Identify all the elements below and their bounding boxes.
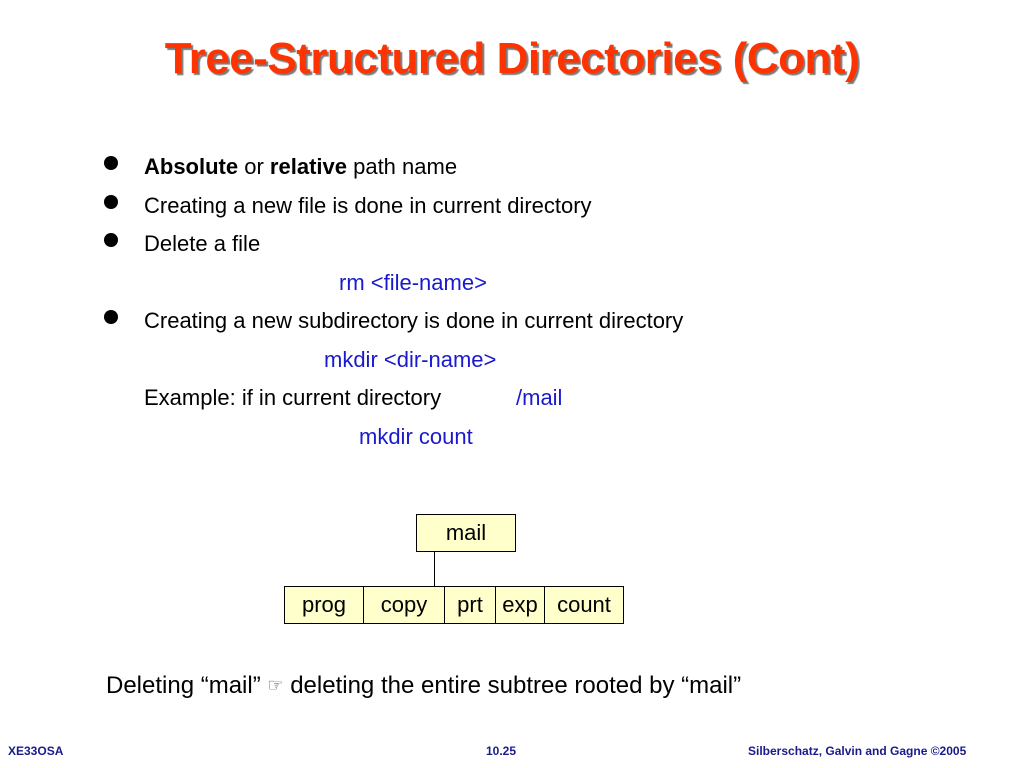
bullet-dot-icon	[104, 310, 118, 324]
bold-text-absolute: Absolute	[144, 154, 239, 179]
bullet-absolute-relative: Absolute or relative path name	[144, 152, 457, 182]
bullet-create-file: Creating a new file is done in current d…	[144, 193, 592, 218]
tree-connector	[434, 552, 435, 586]
bullet-dot-icon	[104, 156, 118, 170]
conclusion-text: Deleting “mail” ☞ deleting the entire su…	[106, 670, 741, 701]
bullet-dot-icon	[104, 233, 118, 247]
text-path-name: path name	[346, 154, 458, 179]
bold-text-relative: relative	[269, 154, 347, 179]
tree-root-mail: mail	[416, 514, 516, 552]
pointing-hand-icon: ☞	[267, 675, 284, 695]
example-label: Example: if in current directory	[144, 385, 442, 410]
bullet-create-subdirectory: Creating a new subdirectory is done in c…	[144, 308, 684, 333]
bullet-delete-file: Delete a file	[144, 231, 261, 256]
mkdir-command: mkdir <dir-name>	[324, 347, 497, 372]
tree-child-copy: copy	[363, 586, 445, 624]
footer-page-number: 10.25	[486, 744, 517, 758]
bullet-dot-icon	[104, 195, 118, 209]
tree-child-exp: exp	[495, 586, 545, 624]
tree-child-prog: prog	[284, 586, 364, 624]
conclusion-left: Deleting “mail”	[106, 672, 261, 699]
text-or: or	[238, 154, 270, 179]
footer-course-code: XE33OSA	[8, 744, 64, 758]
example-mkdir-command: mkdir count	[359, 424, 473, 449]
conclusion-right: deleting the entire subtree rooted by “m…	[290, 672, 742, 699]
slide-title: Tree-Structured Directories (Cont)	[164, 34, 860, 83]
rm-command: rm <file-name>	[339, 270, 487, 295]
footer-copyright: Silberschatz, Galvin and Gagne ©2005	[748, 744, 967, 758]
example-path: /mail	[516, 385, 563, 410]
tree-child-count: count	[544, 586, 624, 624]
tree-child-prt: prt	[444, 586, 496, 624]
